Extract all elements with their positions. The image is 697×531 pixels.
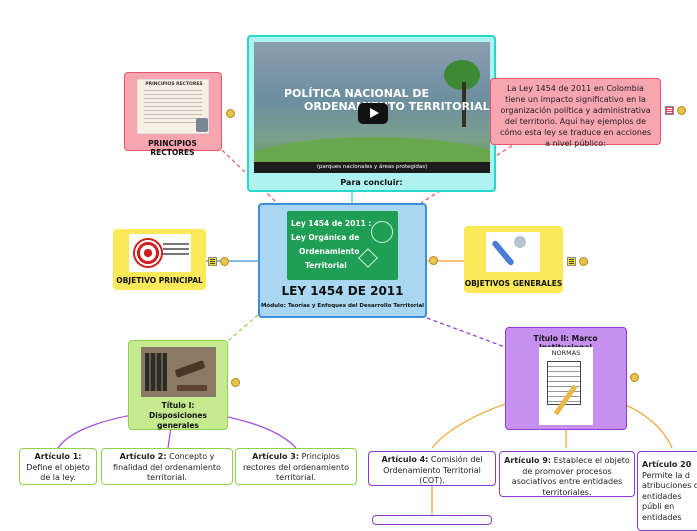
article-20-bold: Artículo 20 xyxy=(642,460,692,469)
conclusion-text: La Ley 1454 de 2011 en Colombia tiene un… xyxy=(499,84,652,148)
gavel-base xyxy=(177,385,207,391)
principios-image-title: PRINCIPIOS RECTORES xyxy=(145,82,203,87)
article-9-body: Establece el objeto de promover procesos… xyxy=(511,456,630,497)
arrows-icon xyxy=(163,248,189,250)
central-image-line-1: Ley 1454 de 2011 : xyxy=(291,219,372,228)
link-titulo1 xyxy=(221,314,259,347)
objetivos-generales-label: OBJETIVOS GENERALES xyxy=(464,279,563,288)
article-1-node[interactable]: Artículo 1: Define el objeto de la ley. xyxy=(19,448,97,485)
central-image-line-2: Ley Orgánica de xyxy=(291,233,360,242)
principios-label: PRINCIPIOS RECTORES xyxy=(148,139,197,157)
article-4-bold: Artículo 4: xyxy=(381,455,429,464)
normas-label: NORMAS xyxy=(551,349,581,357)
article-1-bold: Artículo 1: xyxy=(34,452,82,461)
central-image-line-4: Territorial xyxy=(305,261,347,270)
compass-icon xyxy=(358,248,378,268)
caption-bar xyxy=(254,162,490,173)
menu-icon[interactable] xyxy=(208,257,217,266)
flag-icon[interactable] xyxy=(630,373,639,382)
titulo1-node[interactable]: Título I: Disposiciones generales xyxy=(128,340,228,430)
tree-trunk xyxy=(462,82,466,127)
video-thumbnail[interactable]: (parques nacionales y áreas protegidas) … xyxy=(254,42,490,173)
article-3-bold: Artículo 3: xyxy=(252,452,300,461)
menu-icon[interactable] xyxy=(665,106,674,115)
play-icon xyxy=(370,108,379,118)
article-4-body: Comisión del Ordenamiento Territorial (C… xyxy=(383,455,483,485)
article-3-node[interactable]: Artículo 3: Principios rectores del orde… xyxy=(235,448,357,485)
central-image: Ley 1454 de 2011 : Ley Orgánica de Orden… xyxy=(287,211,398,280)
article-2-text: Artículo 2: Concepto y finalidad del ord… xyxy=(104,452,230,484)
flag-icon[interactable] xyxy=(220,257,229,266)
conclusion-node[interactable]: La Ley 1454 de 2011 en Colombia tiene un… xyxy=(490,78,661,148)
link-titulo2 xyxy=(426,317,506,348)
article-20-node[interactable]: Artículo 20 Permite la d atribuciones d … xyxy=(637,451,697,531)
books-shape xyxy=(145,353,167,391)
central-title: LEY 1454 DE 2011 xyxy=(281,284,404,298)
article-1-text: Artículo 1: Define el objeto de la ley. xyxy=(22,452,94,484)
titulo1-label: Título I: Disposiciones generales xyxy=(149,401,207,430)
play-button[interactable] xyxy=(358,103,388,124)
objetivos-generales-node[interactable]: OBJETIVOS GENERALES xyxy=(464,226,563,293)
flag-icon[interactable] xyxy=(677,106,686,115)
tools-image xyxy=(486,232,540,272)
gavel-image xyxy=(141,347,216,397)
video-title-1: POLÍTICA NACIONAL DE xyxy=(284,87,429,100)
wrench-icon xyxy=(491,239,515,267)
principios-image: PRINCIPIOS RECTORES xyxy=(137,79,209,134)
normas-image: NORMAS xyxy=(539,347,593,425)
titulo2-node[interactable]: Título II: Marco Institucional NORMAS xyxy=(505,327,627,430)
article-2-body: Concepto y finalidad del ordenamiento te… xyxy=(113,452,221,482)
flag-icon[interactable] xyxy=(429,256,438,265)
flag-icon[interactable] xyxy=(579,257,588,266)
central-subtitle: Módulo: Teorías y Enfoques del Desarroll… xyxy=(260,303,425,309)
principios-image-lines xyxy=(144,90,202,124)
video-node[interactable]: (parques nacionales y áreas protegidas) … xyxy=(247,35,496,192)
article-9-node[interactable]: Artículo 9: Establece el objeto de promo… xyxy=(499,451,635,497)
network-icon xyxy=(371,221,393,243)
article-4-text: Artículo 4: Comisión del Ordenamiento Te… xyxy=(371,455,493,487)
article-4-node[interactable]: Artículo 4: Comisión del Ordenamiento Te… xyxy=(368,451,496,486)
video-label: Para concluir: xyxy=(340,178,403,187)
flag-icon[interactable] xyxy=(226,109,235,118)
article-20-body: Permite la d atribuciones d entidades pú… xyxy=(642,470,697,522)
objetivo-principal-node[interactable]: OBJETIVO PRINCIPAL xyxy=(113,229,206,290)
partial-node-bottom[interactable] xyxy=(372,515,492,525)
article-3-text: Artículo 3: Principios rectores del orde… xyxy=(238,452,354,484)
article-20-text: Artículo 20 Permite la d atribuciones d … xyxy=(642,460,697,523)
central-node[interactable]: Ley 1454 de 2011 : Ley Orgánica de Orden… xyxy=(258,203,427,318)
objetivo-principal-label: OBJETIVO PRINCIPAL xyxy=(116,276,203,285)
menu-icon[interactable] xyxy=(567,257,576,266)
gavel-icon xyxy=(174,360,206,378)
article-2-bold: Artículo 2: xyxy=(119,452,167,461)
central-image-line-3: Ordenamiento xyxy=(299,247,360,256)
article-3-body: Principios rectores del ordenamiento ter… xyxy=(242,452,350,482)
video-caption: (parques nacionales y áreas protegidas) xyxy=(316,164,428,170)
target-icon xyxy=(133,238,163,268)
article-9-bold: Artículo 9: xyxy=(504,456,552,465)
principios-image-figure xyxy=(196,118,208,132)
article-2-node[interactable]: Artículo 2: Concepto y finalidad del ord… xyxy=(101,448,233,485)
flag-icon[interactable] xyxy=(231,378,240,387)
gear-icon xyxy=(514,236,526,248)
video-title-2: ORDENAMIENTO TERRITORIAL xyxy=(304,100,490,113)
target-image xyxy=(129,234,191,272)
article-9-text: Artículo 9: Establece el objeto de promo… xyxy=(502,456,632,498)
principios-node[interactable]: PRINCIPIOS RECTORES PRINCIPIOS RECTORES xyxy=(124,72,222,157)
article-1-body: Define el objeto de la ley. xyxy=(26,462,90,483)
